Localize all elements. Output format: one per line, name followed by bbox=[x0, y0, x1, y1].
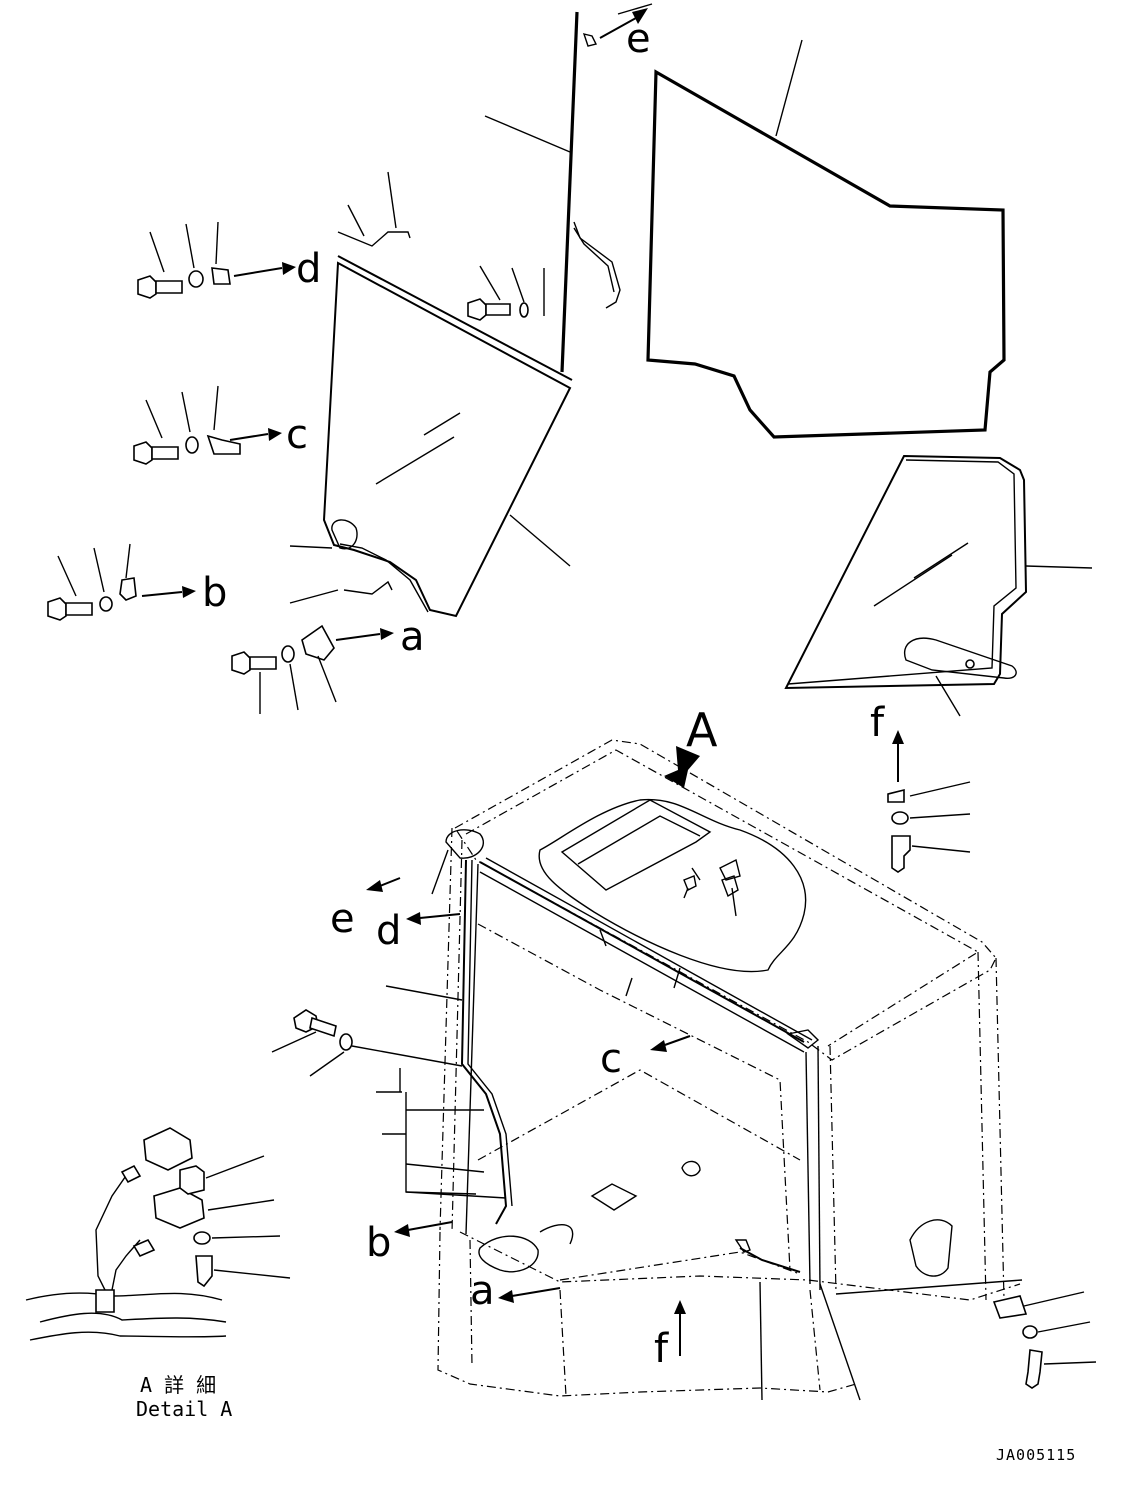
cab-arrows bbox=[366, 746, 700, 1356]
bolt-set-cab-left bbox=[271, 1009, 353, 1077]
detail-caption-jp: A 詳 細 bbox=[140, 1373, 216, 1397]
label-view-a: A bbox=[686, 703, 718, 757]
detail-caption-en: Detail A bbox=[136, 1397, 232, 1421]
label-d-cab: d bbox=[376, 908, 401, 954]
label-d-top: d bbox=[296, 246, 321, 292]
label-e-cab: e bbox=[330, 896, 355, 942]
door-glass-panel bbox=[784, 454, 1093, 717]
cab-frame bbox=[431, 739, 1023, 1401]
label-c-top: c bbox=[286, 412, 308, 458]
label-a-cab: a bbox=[470, 1268, 495, 1314]
bolt-set-c bbox=[133, 385, 282, 465]
bolt-set-a bbox=[231, 624, 394, 714]
bolt-set-b bbox=[47, 543, 196, 621]
bolt-set-f bbox=[887, 730, 971, 873]
bolt-set-d bbox=[137, 221, 296, 299]
label-c-cab: c bbox=[600, 1036, 622, 1082]
label-b-cab: b bbox=[366, 1220, 391, 1266]
front-glass-panel bbox=[289, 171, 573, 618]
drawing-code: JA005115 bbox=[996, 1446, 1076, 1464]
rear-window-seal-strip bbox=[484, 3, 653, 373]
detail-a-drawing bbox=[25, 1127, 291, 1341]
label-f-cab: f bbox=[654, 1326, 669, 1372]
top-arrows bbox=[599, 8, 648, 39]
cab-leaders-left bbox=[351, 985, 507, 1199]
label-e-top: e bbox=[626, 16, 651, 62]
label-a-top: a bbox=[400, 614, 425, 660]
bolt-set-seal bbox=[467, 265, 545, 321]
label-f-top: f bbox=[870, 700, 885, 746]
bolt-set-cab-right bbox=[992, 1291, 1097, 1389]
rear-window-panel bbox=[646, 39, 1006, 439]
label-b-top: b bbox=[202, 570, 227, 616]
